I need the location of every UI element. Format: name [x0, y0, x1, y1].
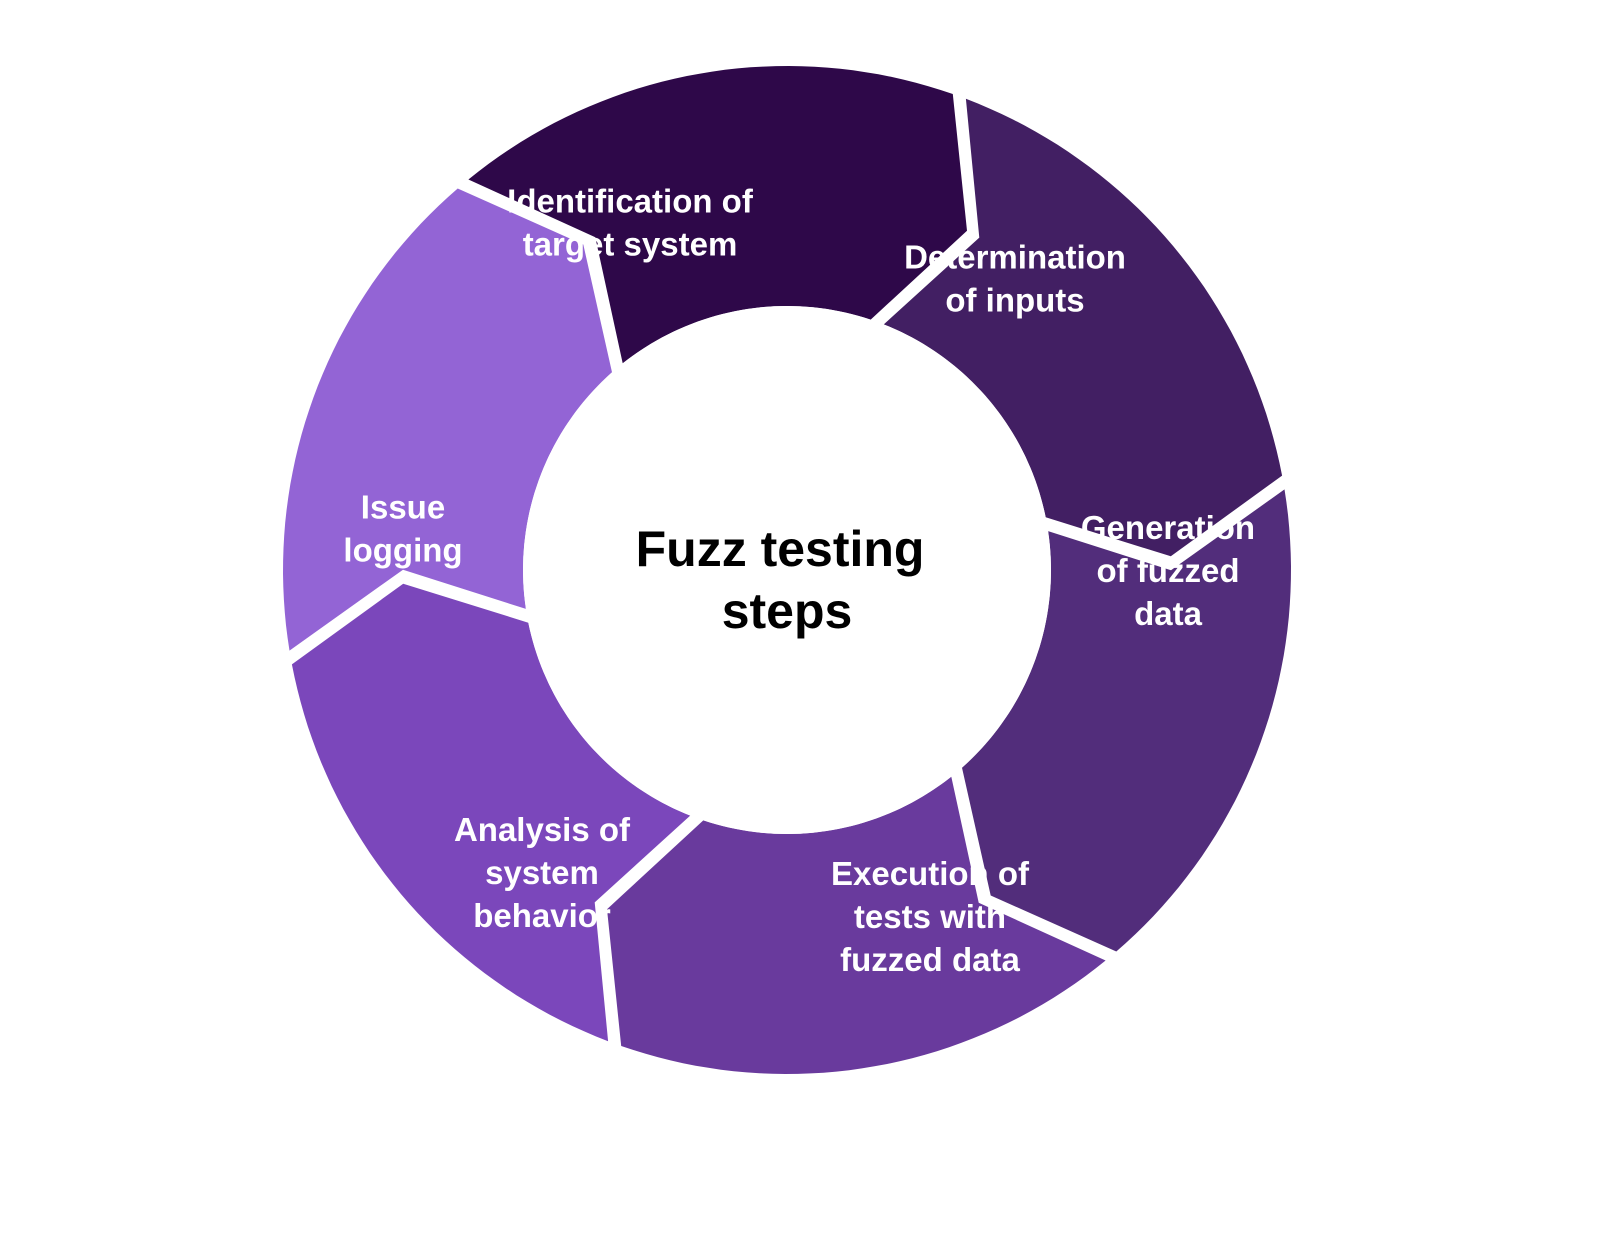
center-title: Fuzz testing steps [636, 521, 939, 639]
cycle-segments [283, 66, 1291, 1074]
cycle-segment-6 [283, 188, 612, 651]
cycle-segment-6-line-1: Issue [361, 489, 445, 526]
cycle-segment-1-line-2: target system [523, 226, 738, 263]
cycle-segment-6-line-2: logging [343, 532, 462, 569]
cycle-segment-5-line-2: system [485, 854, 599, 891]
cycle-segment-3-line-2: of fuzzed [1097, 552, 1240, 589]
cycle-segment-3-line-3: data [1134, 595, 1203, 632]
cycle-segment-5-line-3: behavior [473, 897, 611, 934]
center-circle [523, 306, 1051, 834]
cycle-segment-label-4: Execution of tests with fuzzed data [831, 855, 1030, 978]
cycle-segment-1 [468, 66, 967, 364]
cycle-segment-2-line-2: of inputs [945, 282, 1084, 319]
cycle-segment-label-6: Issue logging [343, 489, 462, 569]
center-title-line-1: Fuzz testing [636, 521, 925, 577]
cycle-segment-label-3: Generation of fuzzed data [1081, 509, 1255, 632]
cycle-segment-label-1: Identification of target system [507, 183, 754, 263]
cycle-segment-1-line-1: Identification of [507, 183, 754, 220]
cycle-segment-4-line-3: fuzzed data [840, 941, 1020, 978]
cycle-segment-4 [607, 776, 1106, 1074]
center-title-line-2: steps [722, 583, 853, 639]
cycle-segment-2-line-1: Determination [904, 239, 1126, 276]
cycle-segment-5-line-1: Analysis of [454, 811, 631, 848]
cycle-segment-5 [291, 583, 691, 1042]
cycle-segment-4-line-1: Execution of [831, 855, 1030, 892]
cycle-segment-3-line-1: Generation [1081, 509, 1255, 546]
cycle-segment-label-5: Analysis of system behavior [454, 811, 631, 934]
cycle-segment-label-2: Determination of inputs [904, 239, 1126, 319]
cycle-labels: Identification of target system Determinat… [343, 183, 1255, 979]
cycle-segment-2 [883, 98, 1283, 557]
cycle-segment-4-line-2: tests with [854, 898, 1006, 935]
cycle-segment-3 [962, 489, 1291, 952]
